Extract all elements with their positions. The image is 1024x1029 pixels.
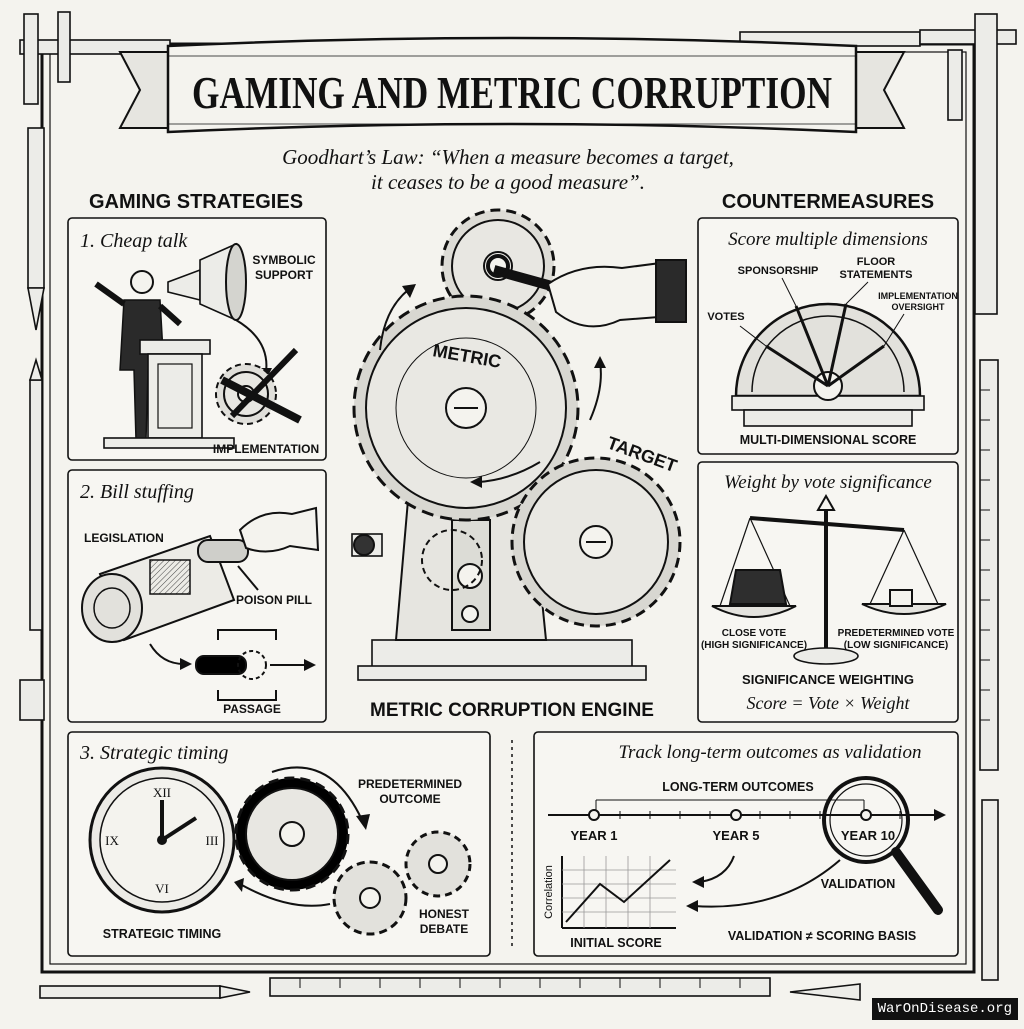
label-year-5: YEAR 5 <box>713 828 760 843</box>
cheap-talk-title: 1. Cheap talk <box>80 230 188 252</box>
label-long-term-outcomes: LONG-TERM OUTCOMES <box>662 780 813 794</box>
timing-gears-icon <box>234 766 472 936</box>
score-formula: Score = Vote × Weight <box>747 693 911 713</box>
label-symbolic-support-1: SYMBOLIC <box>252 253 316 267</box>
podium-icon <box>103 339 235 449</box>
goodhart-quote-line2: it ceases to be a good measure”. <box>371 170 645 194</box>
svg-text:VI: VI <box>155 881 169 896</box>
label-year-10: YEAR 10 <box>841 828 895 843</box>
label-year-1: YEAR 1 <box>571 828 618 843</box>
timeline-icon <box>548 799 946 821</box>
strategic-timing-title: 3. Strategic timing <box>79 742 228 764</box>
pencil-left-icon <box>19 127 45 721</box>
label-implementation: IMPLEMENTATION <box>213 442 319 456</box>
svg-text:XII: XII <box>153 785 171 800</box>
ruler-right-icon <box>979 359 999 981</box>
label-poison-pill: POISON PILL <box>236 593 312 607</box>
label-honest-debate-2: DEBATE <box>420 922 468 936</box>
svg-text:IX: IX <box>105 833 119 848</box>
hand-inserting-pill-icon <box>197 506 320 563</box>
footer-url-badge[interactable]: WarOnDisease.org <box>871 998 1018 1020</box>
validation-arrow-2 <box>693 859 841 908</box>
magnifier-icon <box>822 776 943 915</box>
label-floor-statements-1: FLOOR <box>857 256 896 268</box>
label-close-vote-2: (HIGH SIGNIFICANCE) <box>701 640 807 651</box>
label-symbolic-support-2: SUPPORT <box>255 268 314 282</box>
multi-dimensions-title: Score multiple dimensions <box>728 229 928 250</box>
cheap-talk-arrow <box>235 319 268 373</box>
panel-long-term-outcomes <box>533 731 959 957</box>
long-term-outcomes-title: Track long-term outcomes as validation <box>619 742 922 763</box>
megaphone-icon <box>167 242 247 322</box>
label-predetermined-vote-2: (LOW SIGNIFICANCE) <box>844 640 948 651</box>
weight-significance-title: Weight by vote significance <box>724 472 932 493</box>
countermeasures-heading: COUNTERMEASURES <box>722 191 934 213</box>
validation-arrow-1 <box>699 855 735 883</box>
multi-gauge-icon <box>731 277 925 427</box>
label-predetermined-vote-1: PREDETERMINED VOTE <box>838 628 955 639</box>
goodhart-quote-line1: Goodhart’s Law: “When a measure becomes … <box>282 145 734 169</box>
label-honest-debate-1: HONEST <box>419 907 470 921</box>
gaming-strategies-heading: GAMING STRATEGIES <box>89 191 303 213</box>
balance-scale-icon <box>711 493 947 665</box>
multi-dimensional-score-caption: MULTI-DIMENSIONAL SCORE <box>740 433 917 447</box>
title-banner <box>118 36 906 134</box>
poison-pill-pointer <box>237 565 259 591</box>
caliper-top-left-icon <box>19 11 171 105</box>
label-legislation: LEGISLATION <box>84 531 164 545</box>
gear-wrench-icon <box>215 347 302 425</box>
label-predetermined-outcome-1: PREDETERMINED <box>358 777 462 791</box>
label-predetermined-outcome-2: OUTCOME <box>379 792 440 806</box>
engine-caption: METRIC CORRUPTION ENGINE <box>370 700 654 721</box>
label-strategic-timing: STRATEGIC TIMING <box>103 927 222 941</box>
page-title: GAMING AND METRIC CORRUPTION <box>192 67 832 118</box>
label-close-vote-1: CLOSE VOTE <box>722 628 787 639</box>
label-sponsorship: SPONSORSHIP <box>738 265 819 277</box>
passage-machine-icon <box>195 629 316 701</box>
label-validation: VALIDATION <box>821 877 896 891</box>
label-implementation-oversight-2: OVERSIGHT <box>891 302 945 312</box>
label-implementation-oversight-1: IMPLEMENTATION <box>878 291 958 301</box>
metric-corruption-engine-illustration <box>351 208 687 681</box>
correlation-chart-icon <box>561 856 676 929</box>
label-initial-score: INITIAL SCORE <box>570 936 661 950</box>
label-correlation: Correlation <box>543 865 555 919</box>
significance-weighting-caption: SIGNIFICANCE WEIGHTING <box>742 672 914 687</box>
legislation-scroll-icon <box>81 534 236 643</box>
label-votes: VOTES <box>707 311 744 323</box>
bill-stuffing-title: 2. Bill stuffing <box>80 481 194 503</box>
label-floor-statements-2: STATEMENTS <box>840 269 913 281</box>
label-passage: PASSAGE <box>223 702 281 716</box>
ruler-bottom-icon <box>39 977 861 1001</box>
label-validation-not-scoring-basis: VALIDATION ≠ SCORING BASIS <box>728 929 916 943</box>
svg-text:III: III <box>206 833 219 848</box>
clock-icon: XII III VI IX <box>88 766 236 914</box>
